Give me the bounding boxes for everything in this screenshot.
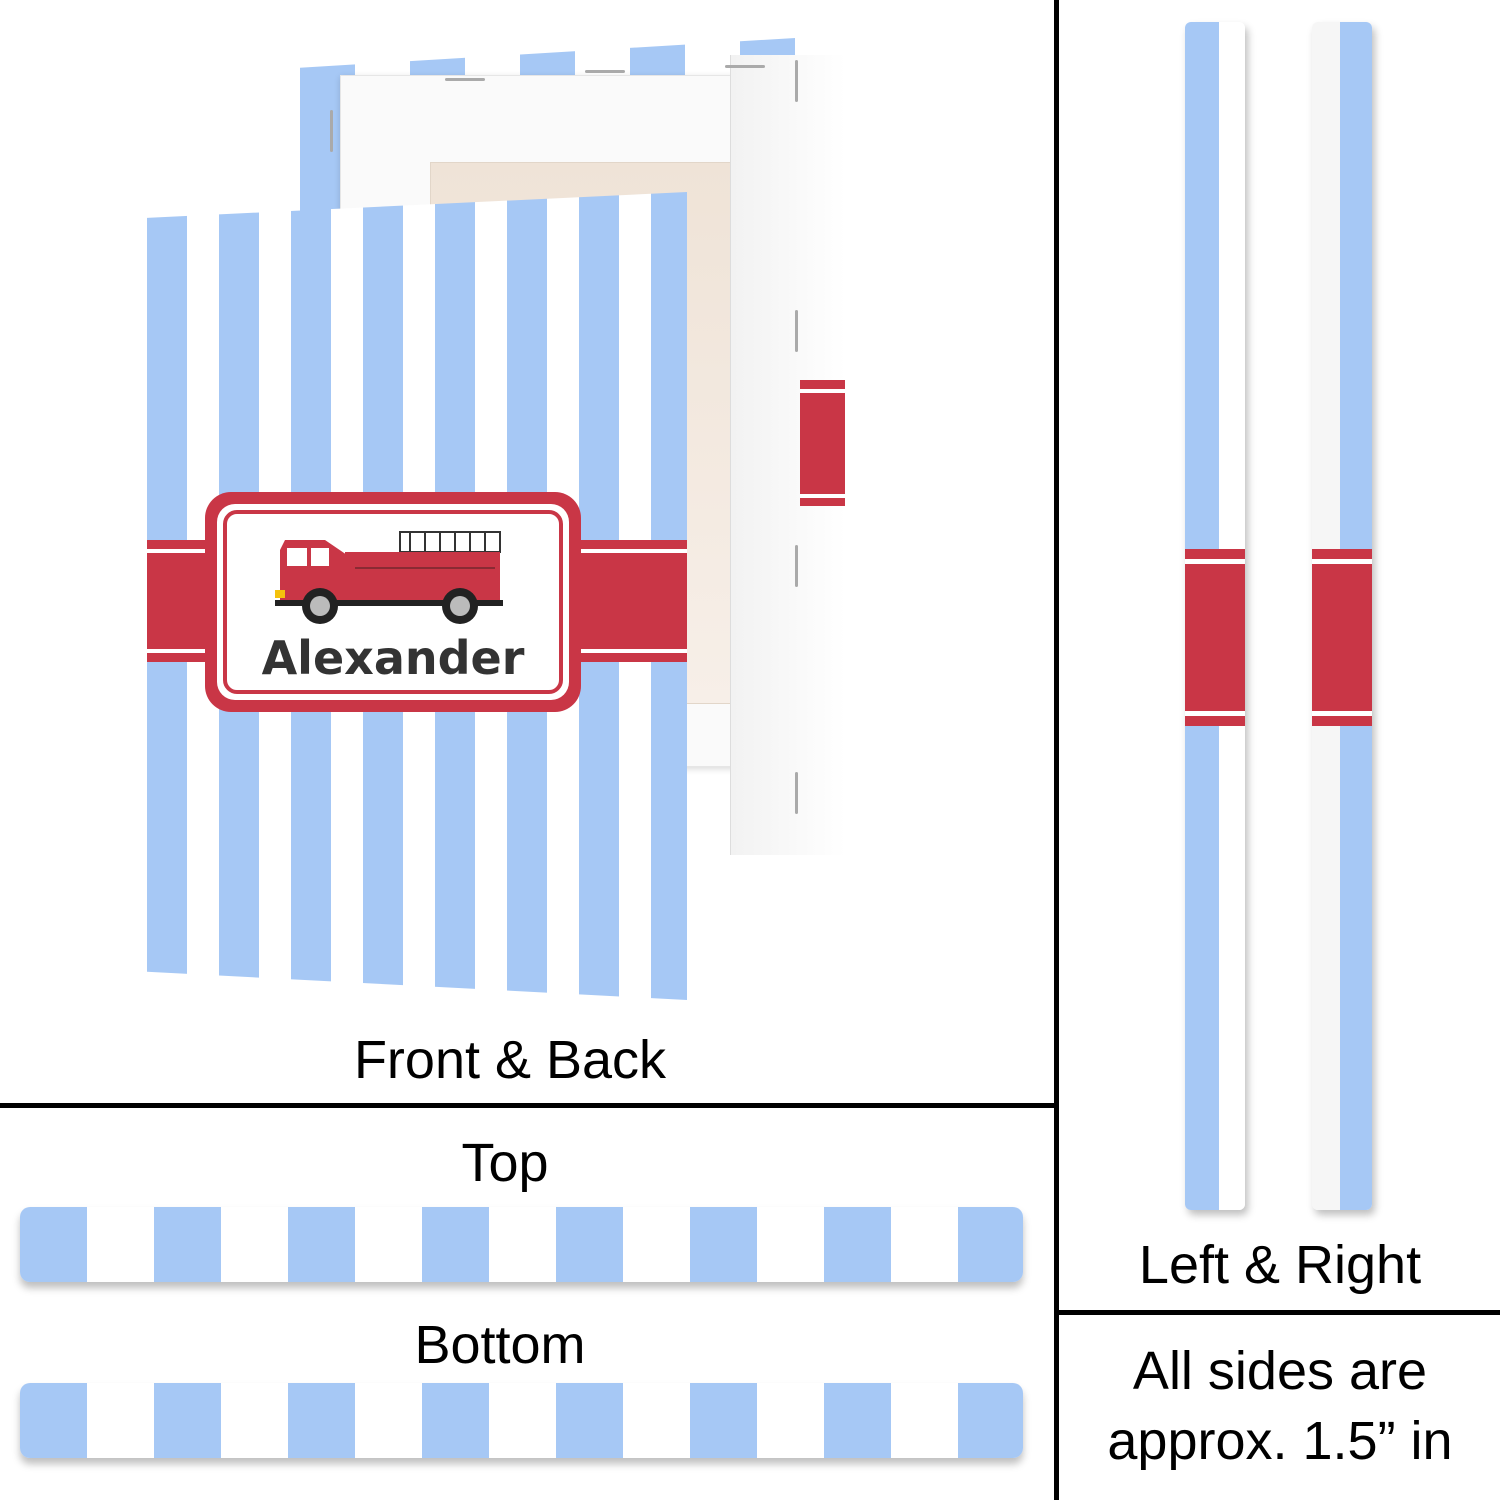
staple-icon xyxy=(585,70,625,73)
fire-truck-icon xyxy=(275,531,503,624)
bottom-label: Bottom xyxy=(414,1315,586,1375)
right-horizontal-divider xyxy=(1056,1310,1500,1315)
left-horizontal-divider xyxy=(0,1103,1056,1108)
top-label: Top xyxy=(461,1133,549,1193)
top-side-strip xyxy=(20,1207,1023,1282)
note-line-2: approx. 1.5” in xyxy=(1107,1411,1453,1471)
staple-icon xyxy=(725,65,765,68)
staple-icon xyxy=(445,78,485,81)
staple-icon xyxy=(795,545,798,587)
staple-icon xyxy=(330,110,333,152)
left-side-strip xyxy=(1185,22,1245,1210)
front-back-label: Front & Back xyxy=(353,1030,667,1090)
flap-red-band xyxy=(800,380,845,506)
left-right-label: Left & Right xyxy=(1138,1235,1422,1295)
staple-icon xyxy=(795,310,798,352)
note-line-1: All sides are xyxy=(1132,1341,1428,1401)
staple-icon xyxy=(795,772,798,814)
personalized-name: Alexander xyxy=(261,631,525,685)
bottom-side-strip xyxy=(20,1383,1023,1458)
vertical-divider xyxy=(1054,0,1059,1500)
name-plate xyxy=(205,492,581,712)
right-side-strip xyxy=(1312,22,1372,1210)
staple-icon xyxy=(795,60,798,102)
